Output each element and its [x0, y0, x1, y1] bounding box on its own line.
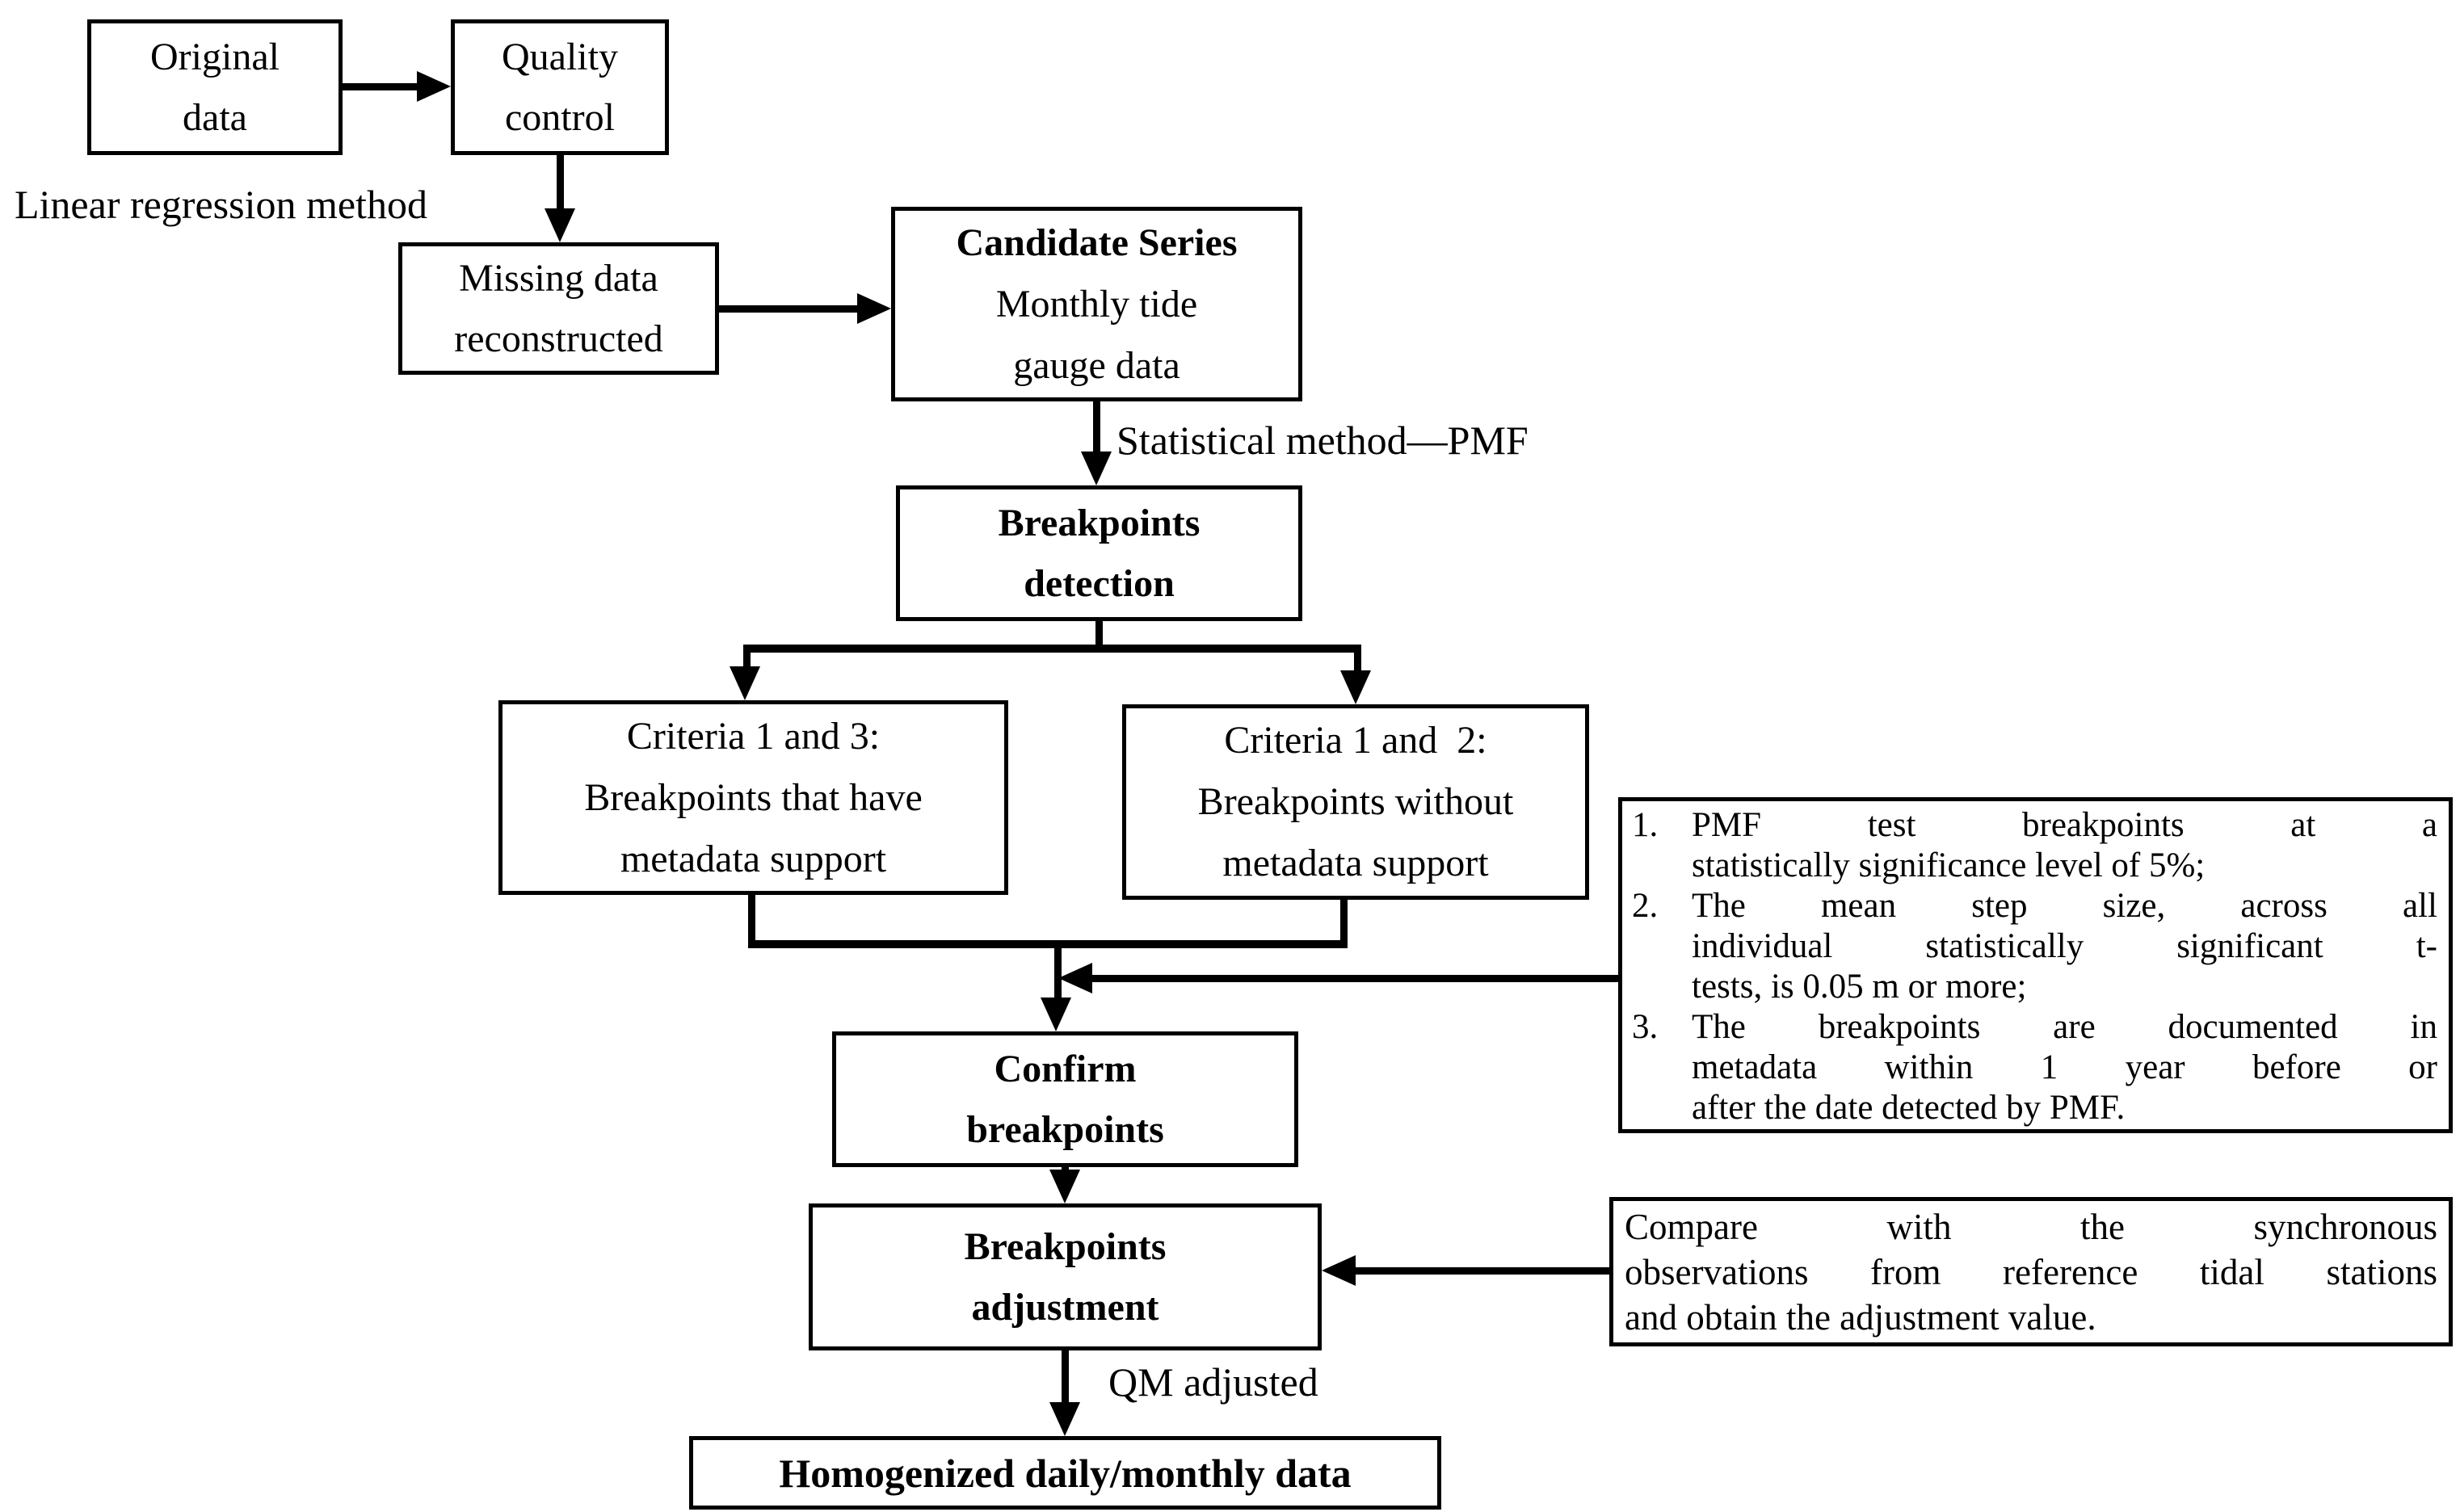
node-quality-control-label: Quality control [502, 36, 618, 139]
arrow-confirm-to-adjustment-head [1049, 1170, 1080, 1203]
node-homogenized-data-label: Homogenized daily/monthly data [779, 1450, 1352, 1496]
branch-horizontal-line [743, 645, 1361, 653]
arrow-original-to-quality-head [417, 71, 451, 102]
node-breakpoints-detection-label: Breakpoints detection [998, 502, 1201, 605]
merge-right-drop-line [1340, 899, 1348, 947]
node-criteria-1-and-2-label: Criteria 1 and 2: Breakpoints without me… [1197, 719, 1514, 884]
arrow-candidate-to-detection-shaft [1093, 401, 1100, 458]
node-candidate-series-title: Candidate Series [956, 220, 1238, 264]
label-qm-adjusted: QM adjusted [1108, 1359, 1318, 1405]
node-quality-control: Quality control [451, 19, 669, 155]
branch-right-drop-line [1354, 645, 1361, 677]
node-breakpoints-detection: Breakpoints detection [896, 485, 1302, 621]
label-statistical-method-pmf: Statistical method—PMF [1116, 418, 1529, 463]
criteria-note-3-line-3: after the date detected by PMF. [1692, 1089, 2126, 1127]
arrow-candidate-to-detection-head [1081, 452, 1112, 485]
node-original-data-label: Original data [150, 36, 280, 139]
merge-left-drop-line [748, 894, 755, 947]
branch-stem-line [1095, 621, 1103, 652]
arrow-adjustment-to-homogenized-shaft [1062, 1350, 1069, 1405]
arrow-quality-to-missing-shaft [557, 153, 564, 215]
arrow-notes-to-merge-head [1058, 963, 1092, 993]
compare-note-line-3: and obtain the adjustment value. [1625, 1297, 2096, 1338]
node-criteria-1-and-2: Criteria 1 and 2: Breakpoints without me… [1122, 704, 1589, 900]
merge-center-drop-line [1054, 940, 1062, 1001]
arrow-original-to-quality-shaft [343, 83, 423, 90]
arrow-quality-to-missing-head [545, 208, 575, 242]
criteria-note-3-number: 3. [1632, 1008, 1659, 1046]
arrow-missing-to-candidate-head [857, 293, 891, 324]
node-confirm-breakpoints: Confirm breakpoints [832, 1031, 1298, 1167]
node-candidate-series-sublabel: Monthly tide gauge data [995, 282, 1198, 387]
node-confirm-breakpoints-label: Confirm breakpoints [966, 1048, 1164, 1151]
node-candidate-series: Candidate Series Monthly tide gauge data [891, 207, 1302, 401]
node-breakpoints-adjustment: Breakpoints adjustment [809, 1203, 1322, 1350]
criteria-note-1-number: 1. [1632, 806, 1659, 844]
arrow-compare-to-adjustment-shaft [1351, 1267, 1609, 1275]
merge-horizontal-line [748, 940, 1348, 948]
criteria-note-2-line-3: tests, is 0.05 m or more; [1692, 968, 2027, 1006]
node-missing-data-label: Missing data reconstructed [454, 257, 663, 360]
arrow-compare-to-adjustment-head [1322, 1255, 1356, 1286]
arrow-merge-to-confirm-head [1041, 998, 1071, 1031]
arrow-branch-to-criteria12-head [1340, 670, 1371, 704]
arrow-branch-to-criteria13-head [730, 666, 760, 700]
branch-left-drop-line [743, 645, 751, 673]
node-missing-data-reconstructed: Missing data reconstructed [398, 242, 719, 375]
node-criteria-1-and-3-label: Criteria 1 and 3: Breakpoints that have … [584, 714, 923, 880]
label-linear-regression-method: Linear regression method [15, 182, 427, 227]
criteria-note-2-number: 2. [1632, 887, 1659, 925]
node-criteria-1-and-3: Criteria 1 and 3: Breakpoints that have … [498, 700, 1008, 895]
arrow-missing-to-candidate-shaft [719, 305, 864, 313]
node-original-data: Original data [87, 19, 343, 155]
criteria-note-1-line-2: statistically significance level of 5%; [1692, 846, 2206, 884]
arrow-adjustment-to-homogenized-head [1049, 1402, 1080, 1436]
node-homogenized-data: Homogenized daily/monthly data [689, 1436, 1441, 1510]
arrow-notes-to-merge-shaft [1091, 975, 1618, 982]
node-breakpoints-adjustment-label: Breakpoints adjustment [964, 1225, 1167, 1329]
